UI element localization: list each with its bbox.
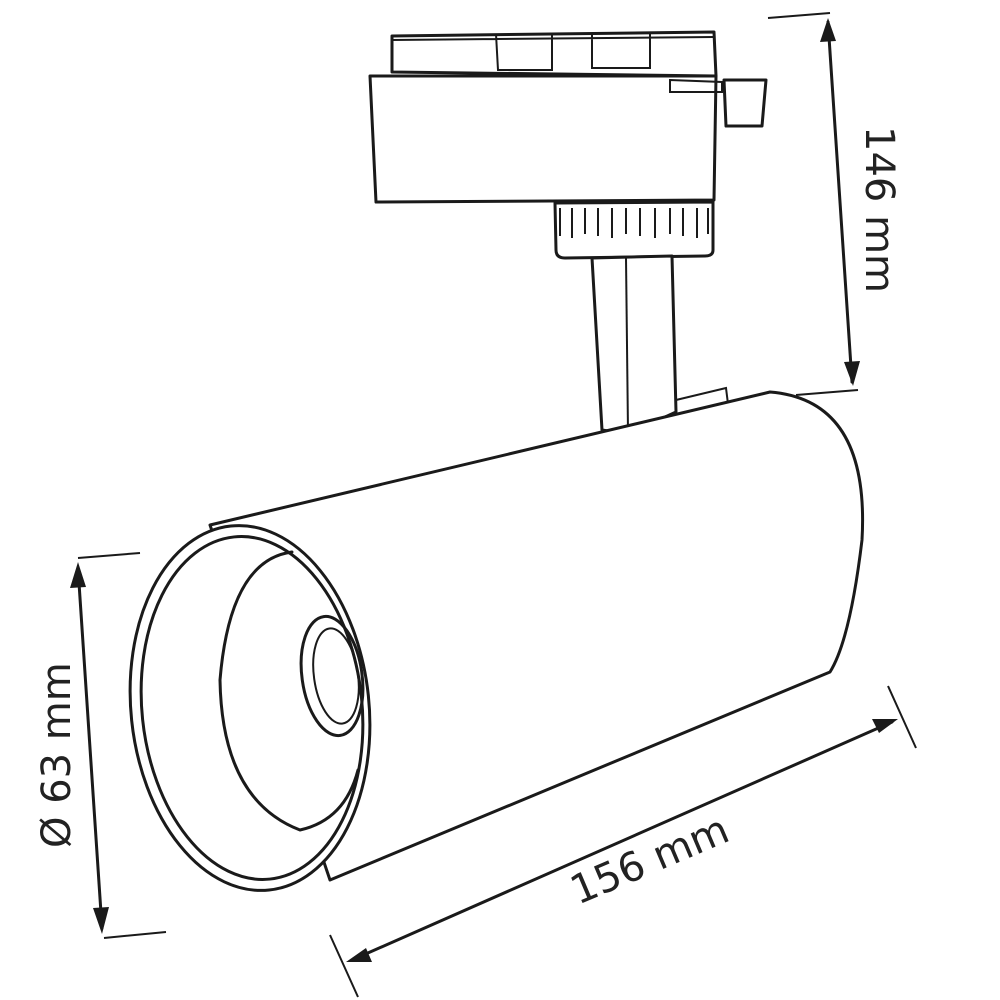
height-dimension-label: 146 mm: [856, 126, 902, 293]
dimension-lines: [70, 12, 917, 998]
diameter-dimension-label: Ø 63 mm: [34, 662, 80, 848]
length-dimension-label: 156 mm: [564, 807, 736, 915]
cylinder-body: [128, 390, 865, 892]
rotation-ring: [553, 200, 715, 260]
track-adapter: [368, 30, 768, 204]
